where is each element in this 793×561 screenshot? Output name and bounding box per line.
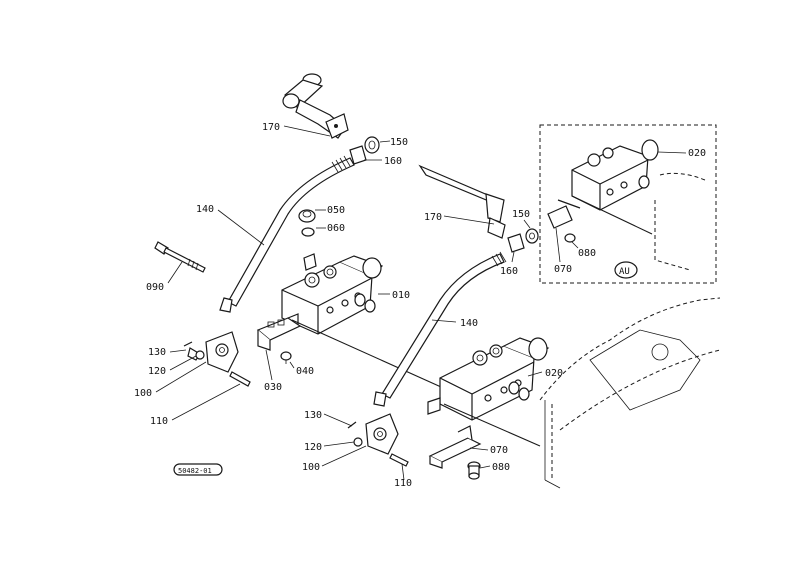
left-lever-assembly [183,331,251,387]
label-110-right: 110 [394,478,412,489]
label-080-bottom: 080 [492,462,510,473]
label-170-mid: 170 [424,212,442,223]
left-rod-thread [331,155,351,173]
label-150-mid: 150 [512,209,530,220]
inset-au-box [539,124,717,284]
drawing-code-text: 50482-01 [178,467,212,475]
label-140-left: 140 [196,204,214,215]
tractor-frame-outline [539,297,721,489]
label-060: 060 [327,223,345,234]
label-170-top: 170 [262,122,280,133]
link-line-middle-valve [443,403,541,447]
callout-labels: 170 150 160 140 050 060 090 010 130 120 … [134,122,706,489]
screw-080-bottom [467,461,481,480]
label-050: 050 [327,205,345,216]
label-110-left: 110 [150,416,168,427]
label-070-inset: 070 [554,264,572,275]
label-030: 030 [264,382,282,393]
bracket-030 [256,317,302,351]
middle-control-rod-140 [373,253,505,407]
label-090: 090 [146,282,164,293]
middle-rod-thread [491,251,507,267]
label-130-right: 130 [304,410,322,421]
label-150-top: 150 [390,137,408,148]
label-040: 040 [296,366,314,377]
label-100-left: 100 [134,388,152,399]
middle-joint-150 [525,228,539,244]
washer-060 [301,227,315,237]
middle-control-valve-020 [427,337,550,421]
label-160-mid: 160 [500,266,518,277]
drawing-code-stamp: 50482-01 [173,463,223,476]
label-120-right: 120 [304,442,322,453]
screw-040 [280,351,292,364]
middle-joint-160 [507,233,525,253]
right-lever-assembly [347,413,409,467]
label-130-left: 130 [148,347,166,358]
label-140-mid: 140 [460,318,478,329]
inset-au-badge-text: AU [619,267,630,277]
label-100-right: 100 [302,462,320,473]
inset-au-badge: AU [614,261,638,279]
upper-lever-shaft [282,73,349,139]
label-020-inset: 020 [688,148,706,159]
label-120-left: 120 [148,366,166,377]
top-joint-150 [364,136,380,154]
label-160-top: 160 [384,156,402,167]
label-080-inset: 080 [578,248,596,259]
middle-lever-shaft [418,164,506,239]
bolt-090 [154,241,206,273]
nut-050 [298,209,316,223]
label-070-bottom: 070 [490,445,508,456]
left-control-rod-140 [219,157,355,313]
label-010: 010 [392,290,410,301]
leader-lines [155,125,687,481]
label-020-mid: 020 [545,368,563,379]
bracket-070-bottom [428,425,482,469]
